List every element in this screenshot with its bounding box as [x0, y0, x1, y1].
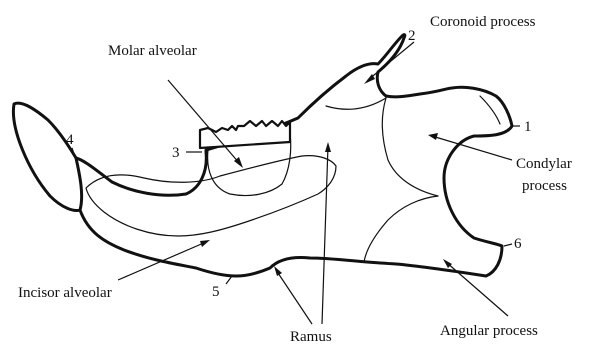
number-4: 4 [66, 132, 74, 148]
label-condylar-line2: process [522, 178, 567, 194]
incisor-tooth [13, 103, 81, 210]
leader-ramus-up [322, 146, 328, 324]
label-angular-process: Angular process [440, 323, 538, 339]
number-1: 1 [524, 119, 532, 135]
arrowhead-incisor [200, 240, 210, 247]
leader-5 [226, 276, 232, 284]
mandible-outline [13, 35, 512, 276]
arrowhead-ramus-down [274, 266, 282, 276]
leader-angular [446, 262, 508, 316]
label-condylar-line1: Condylar [516, 156, 572, 172]
label-molar-alveolar: Molar alveolar [108, 43, 197, 59]
number-2: 2 [408, 28, 416, 44]
number-5: 5 [212, 284, 220, 300]
label-incisor-alveolar: Incisor alveolar [18, 285, 112, 301]
arrowhead-ramus-up [325, 142, 331, 152]
coronoid-boundary [326, 98, 386, 109]
label-coronoid-process: Coronoid process [430, 14, 536, 30]
label-ramus: Ramus [290, 329, 332, 345]
condylar-head-mark [480, 96, 500, 124]
leader-lines [72, 42, 520, 324]
angular-boundary [364, 196, 438, 262]
mandible-body-outline [76, 35, 512, 276]
arrowhead-condylar [428, 133, 438, 140]
incisor-alveolus [86, 156, 336, 236]
leader-6 [504, 244, 512, 246]
leader-incisor [118, 242, 206, 280]
number-3: 3 [172, 145, 180, 161]
leader-ramus-down [276, 270, 312, 324]
molar-tooth [200, 121, 290, 148]
number-6: 6 [514, 236, 522, 252]
text-labels: Coronoid process Molar alveolar Condylar… [18, 14, 572, 345]
condylar-boundary [382, 98, 438, 196]
leader-condylar [432, 136, 512, 160]
